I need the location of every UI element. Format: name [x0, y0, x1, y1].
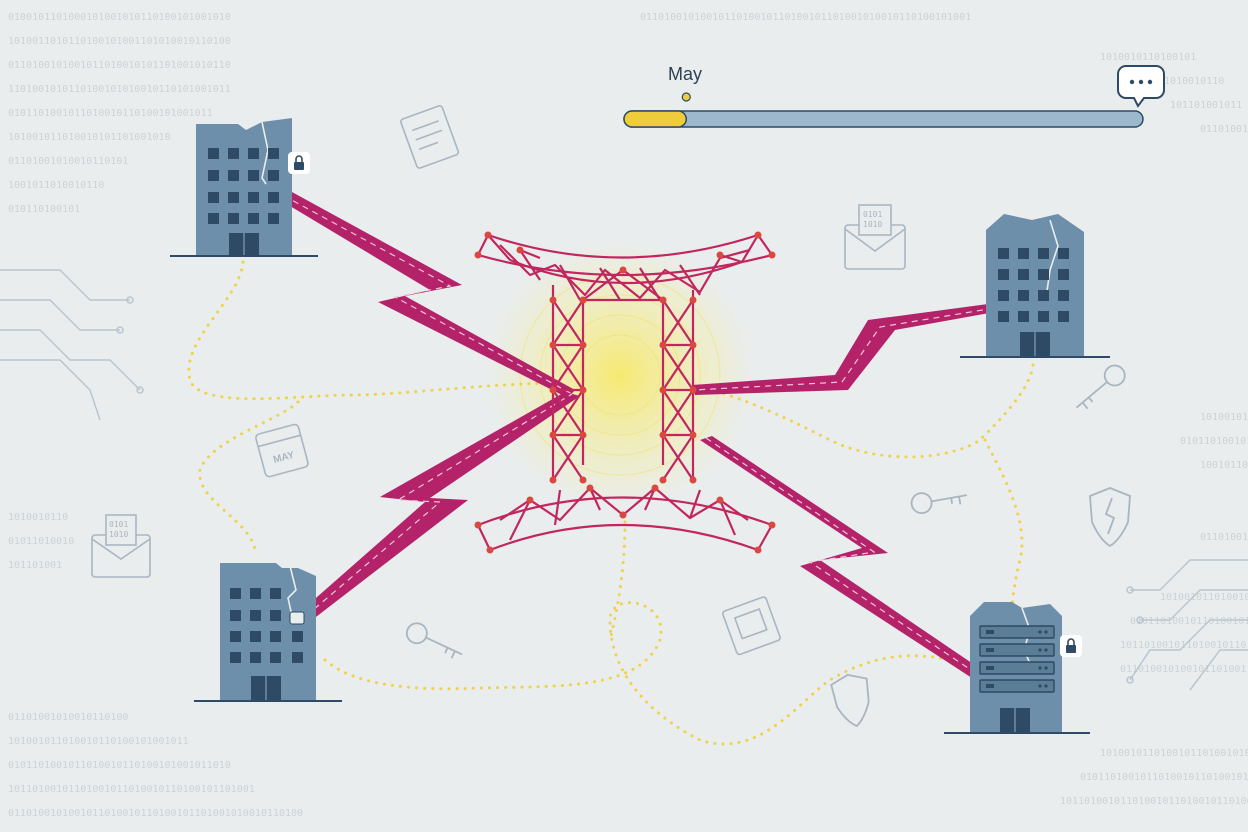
svg-text:101001011010010110100101001011: 101001011010010110100101001011 — [8, 736, 189, 747]
bolt-top-right — [692, 297, 1040, 395]
svg-text:101001011010010110100101001011: 101001011010010110100101001011 — [1100, 748, 1248, 759]
svg-text:101101001011010010110100101101: 1011010010110100101101001011010010110100… — [8, 784, 255, 795]
document-icon — [400, 104, 460, 169]
shield-icon — [830, 673, 870, 728]
svg-text:01101001010010110101: 01101001010010110101 — [8, 156, 128, 167]
svg-text:101001101011010010100110101001: 1010011010110100101001101010010110100 — [8, 36, 231, 47]
svg-text:0110100101: 0110100101 — [1200, 124, 1248, 135]
svg-text:010110100101101001011010010100: 0101101001011010010110100101001011 — [8, 108, 213, 119]
svg-text:010110100101101001011010010100: 0101101001011010010110100101001011010 — [1080, 772, 1248, 783]
svg-text:011010010100101101001010110100: 0110100101001011010010101101001010110 — [8, 60, 231, 71]
bolt-bottom-right — [700, 436, 985, 680]
envelope-icon: 0101 1010 — [844, 204, 906, 270]
key-icon — [910, 492, 968, 515]
key-icon — [405, 622, 463, 659]
svg-text:101001011010010101101001010: 101001011010010101101001010 — [8, 132, 171, 143]
svg-text:01011010010: 01011010010 — [8, 536, 74, 547]
svg-text:011010010100101101001: 011010010100101101001 — [1120, 664, 1246, 675]
calendar-icon: MAY — [255, 423, 309, 478]
lock-icon — [288, 152, 310, 174]
svg-text:010110100101: 010110100101 — [1180, 436, 1248, 447]
svg-text:011010010100101101001011010010: 0110100101001011010010110100101101001010… — [640, 12, 971, 23]
lock-icon — [1060, 635, 1082, 657]
building-bottom-left — [194, 563, 342, 702]
svg-text:1010010110100101: 1010010110100101 — [1160, 592, 1248, 603]
timeline — [623, 92, 1144, 128]
building-top-left — [170, 118, 318, 257]
shield-icon — [1089, 487, 1131, 548]
svg-text:0110100101: 0110100101 — [1200, 532, 1248, 543]
server-rack-units — [979, 625, 1055, 693]
svg-text:1010010110: 1010010110 — [8, 512, 68, 523]
svg-text:1001011010010110: 1001011010010110 — [8, 180, 104, 191]
timeline-marker[interactable] — [681, 92, 691, 102]
svg-text:0101: 0101 — [109, 520, 128, 529]
svg-text:0101: 0101 — [863, 210, 882, 219]
svg-text:101101001: 101101001 — [8, 560, 62, 571]
svg-text:1001011010: 1001011010 — [1200, 460, 1248, 471]
binary-text-decoration: 0100101101000101001010110100101001010 10… — [8, 12, 1248, 819]
svg-text:1010: 1010 — [109, 530, 128, 539]
svg-text:011010010100101101001011010010: 0110100101001011010010110100101101001010… — [8, 808, 303, 819]
circuit-trace-icon — [0, 269, 1248, 691]
timeline-progress-fill — [623, 110, 688, 128]
calendar-icon-text: MAY — [272, 450, 296, 466]
document-icon — [722, 596, 781, 656]
chat-bubble-icon[interactable] — [1117, 65, 1165, 108]
bolt-bottom-left — [300, 392, 580, 620]
svg-text:101101001011010010110100101101: 1011010010110100101101001011010010110100 — [1060, 796, 1248, 807]
svg-text:101101001011010010110: 101101001011010010110 — [1120, 640, 1246, 651]
svg-text:110100101011010010101001011010: 1101001010110100101010010110101001011 — [8, 84, 231, 95]
svg-text:010110100101101001011010010100: 0101101001011010010110100101001011010 — [8, 760, 231, 771]
svg-text:1010010110100101: 1010010110100101 — [1100, 52, 1196, 63]
svg-text:1010010110: 1010010110 — [1200, 412, 1248, 423]
lattice-tower — [477, 233, 773, 552]
lightning-bolts — [260, 180, 1040, 680]
svg-text:010110100101: 010110100101 — [8, 204, 80, 215]
svg-text:1010: 1010 — [863, 220, 882, 229]
timeline-month-label: May — [667, 64, 703, 84]
envelope-icon: 0101 1010 — [91, 514, 151, 578]
svg-text:010010110100010100101011010010: 0100101101000101001010110100101001010 — [8, 12, 231, 23]
key-icon — [1075, 364, 1126, 410]
tower-joints — [474, 231, 776, 554]
svg-text:01011010010110: 01011010010110 — [1140, 76, 1224, 87]
timeline-track — [623, 110, 1144, 128]
building-bottom-right-server — [944, 602, 1090, 734]
building-top-right — [960, 214, 1110, 358]
svg-text:101101001011: 101101001011 — [1170, 100, 1242, 111]
svg-text:01011010010110100101: 01011010010110100101 — [1130, 616, 1248, 627]
svg-text:01101001010010110100: 01101001010010110100 — [8, 712, 128, 723]
dotted-network-paths — [187, 260, 1035, 746]
bolt-top-left — [260, 180, 575, 398]
